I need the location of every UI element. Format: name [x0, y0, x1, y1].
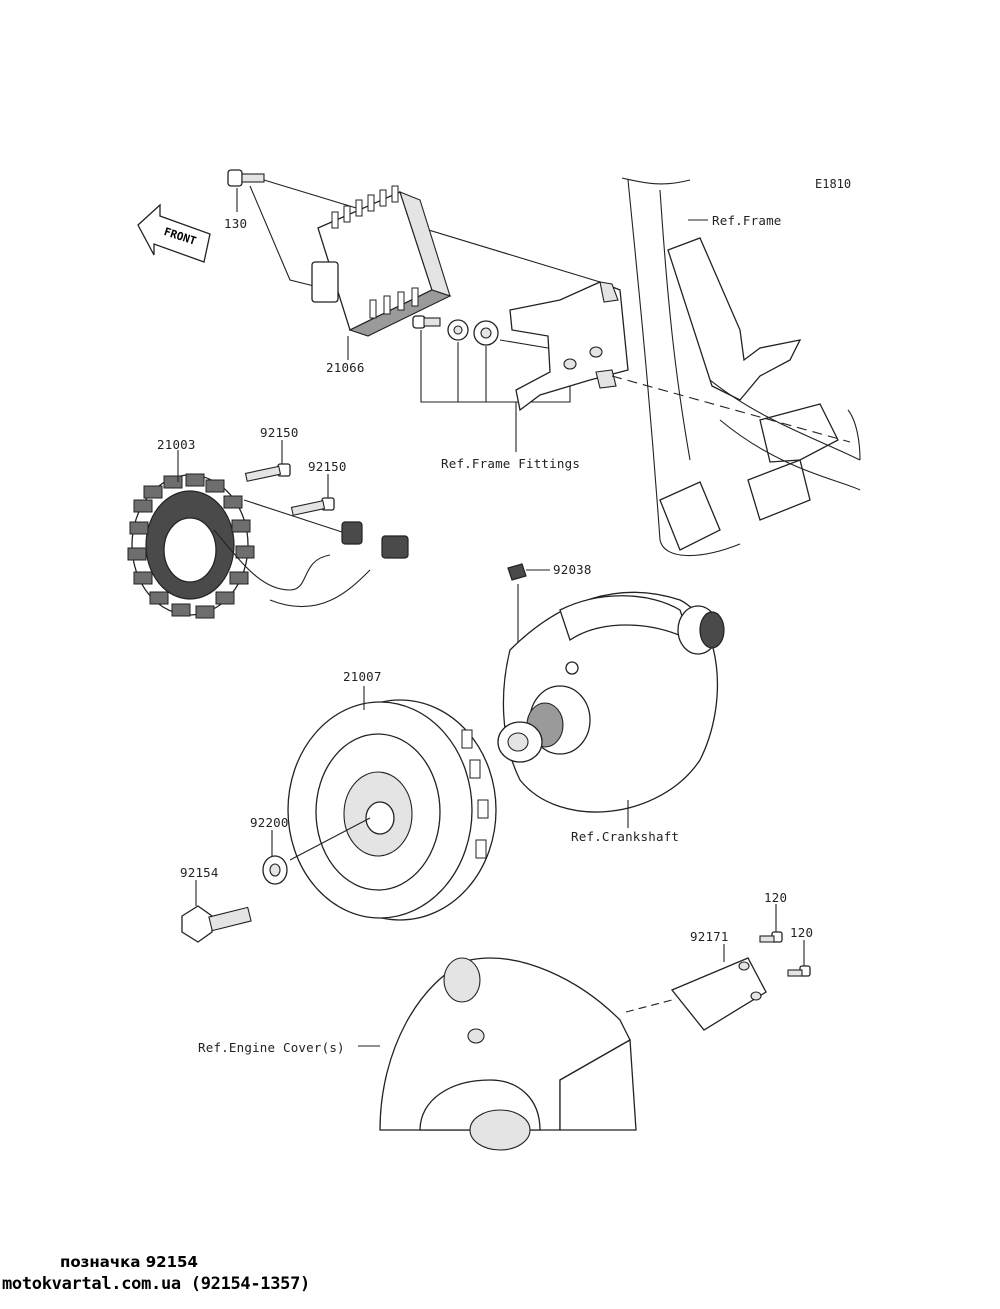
bolt-92150-b [290, 497, 335, 516]
screw-120-a [759, 931, 783, 943]
part-number-92171[interactable]: 92171 [690, 929, 729, 944]
ref-engine-cover-label[interactable]: Ref.Engine Cover(s) [198, 1040, 345, 1055]
stator-21003 [127, 473, 255, 619]
part-number-92150-a[interactable]: 92150 [260, 425, 299, 440]
part-number-92154[interactable]: 92154 [180, 865, 219, 880]
footer-part-note: позначка 92154 [60, 1253, 198, 1271]
part-number-120-b[interactable]: 120 [790, 925, 814, 940]
frame-fitting-bolt [412, 315, 441, 329]
washer-92200 [262, 855, 288, 885]
ref-frame-fittings-label[interactable]: Ref.Frame Fittings [441, 456, 581, 471]
bolt-92154 [181, 905, 252, 943]
part-number-21007[interactable]: 21007 [343, 669, 382, 684]
key-92038 [507, 563, 527, 581]
frame-fitting-grommet [473, 320, 499, 346]
frame-fitting-collar [447, 319, 469, 341]
part-number-120-a[interactable]: 120 [764, 890, 788, 905]
connector-a [341, 521, 363, 545]
ref-frame-label[interactable]: Ref.Frame [712, 213, 782, 228]
bolt-92150-a [244, 463, 291, 482]
frame-reference [611, 177, 861, 557]
part-number-92200[interactable]: 92200 [250, 815, 289, 830]
part-number-130[interactable]: 130 [224, 216, 248, 231]
crankshaft-reference [497, 591, 725, 813]
part-number-92038[interactable]: 92038 [553, 562, 592, 577]
footer-site-link[interactable]: motokvartal.com.ua (92154-1357) [2, 1274, 310, 1294]
engine-cover-reference [379, 957, 637, 1151]
mounting-bracket [509, 281, 629, 412]
regulator-rectifier-21066 [311, 185, 452, 337]
bracket-92171 [670, 957, 767, 1031]
part-number-92150-b[interactable]: 92150 [308, 459, 347, 474]
part-number-21066[interactable]: 21066 [326, 360, 365, 375]
front-arrow-icon: FRONT [137, 203, 211, 263]
diagram-code: E1810 [815, 177, 852, 191]
ref-crankshaft-label[interactable]: Ref.Crankshaft [571, 829, 680, 844]
part-number-21003[interactable]: 21003 [157, 437, 196, 452]
screw-120-b [787, 965, 811, 977]
rotor-21007 [287, 699, 497, 921]
connector-b [381, 535, 409, 559]
bolt-130 [227, 169, 265, 187]
